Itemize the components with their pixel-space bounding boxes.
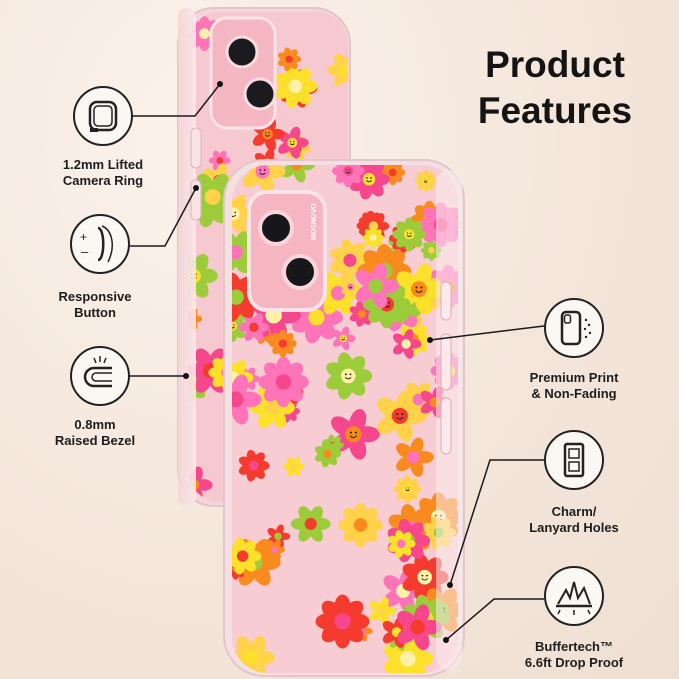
flower-motif [281,165,315,183]
flower-motif [393,329,422,359]
feature-line: Raised Bezel [54,433,136,448]
flower-motif [338,502,383,548]
feature-line: Button [74,305,116,320]
flower-motif [232,537,262,575]
phone-print-icon [544,298,604,358]
feature-label-drop: Buffertech™ 6.6ft Drop Proof [509,639,639,671]
feature-label-button: Responsive Button [30,289,160,321]
flower-motif [397,604,442,651]
flower-motif [332,326,356,351]
flower-motif [315,594,370,649]
feature-line: 1.2mm Lifted [62,157,144,172]
flower-motif [355,263,400,309]
product-title: Product Features [455,42,655,134]
title-line-2: Features [477,90,633,131]
flower-motif [396,437,434,477]
feature-line: Premium Print [529,370,619,385]
flower-motif [232,374,262,425]
feature-line: Camera Ring [62,173,144,188]
feature-line: 0.8mm [74,417,116,432]
feature-line: Lanyard Holes [529,520,619,535]
flower-motif [283,456,305,476]
flower-motif [393,475,422,503]
feature-label-print: Premium Print & Non-Fading [509,370,639,402]
flower-motif [327,53,348,86]
flower-motif [314,440,342,468]
feature-line: Charm/ [551,504,597,519]
brand-mark: MOSNOVO [311,203,318,240]
flower-motif [278,126,309,159]
feature-line: Responsive [58,289,132,304]
flower-motif [369,597,397,625]
shock-burst-icon [544,566,604,626]
camera-ring-icon [73,86,133,146]
flower-motif [414,169,437,192]
svg-text:–: – [81,244,89,259]
flower-motif [232,231,260,274]
flower-motif [258,356,309,408]
feature-line: 6.6ft Drop Proof [524,655,624,670]
raised-bezel-icon [70,346,130,406]
title-line-1: Product [485,44,625,85]
flower-motif [331,409,380,460]
front-phone-case: MOSNOVO [223,159,465,677]
flower-motif [269,329,297,358]
flower-motif [362,226,385,249]
flower-motif [275,64,318,108]
feature-line: Buffertech™ [534,639,613,654]
flower-motif [290,506,331,542]
feature-label-bezel: 0.8mm Raised Bezel [30,417,160,449]
lanyard-hole-icon [544,430,604,490]
flower-motif [326,352,373,400]
flower-motif [388,529,416,558]
flower-motif [278,47,302,71]
flower-motif [238,313,270,341]
flower-motif [238,449,270,482]
flower-motif [377,390,427,442]
feature-label-camera-ring: 1.2mm Lifted Camera Ring [38,157,168,189]
feature-label-lanyard: Charm/ Lanyard Holes [509,504,639,536]
flower-motif [392,217,427,252]
side-button-icon: +– [70,214,130,274]
flower-motif [332,165,365,188]
svg-text:+: + [80,230,87,244]
feature-line: & Non-Fading [531,386,617,401]
